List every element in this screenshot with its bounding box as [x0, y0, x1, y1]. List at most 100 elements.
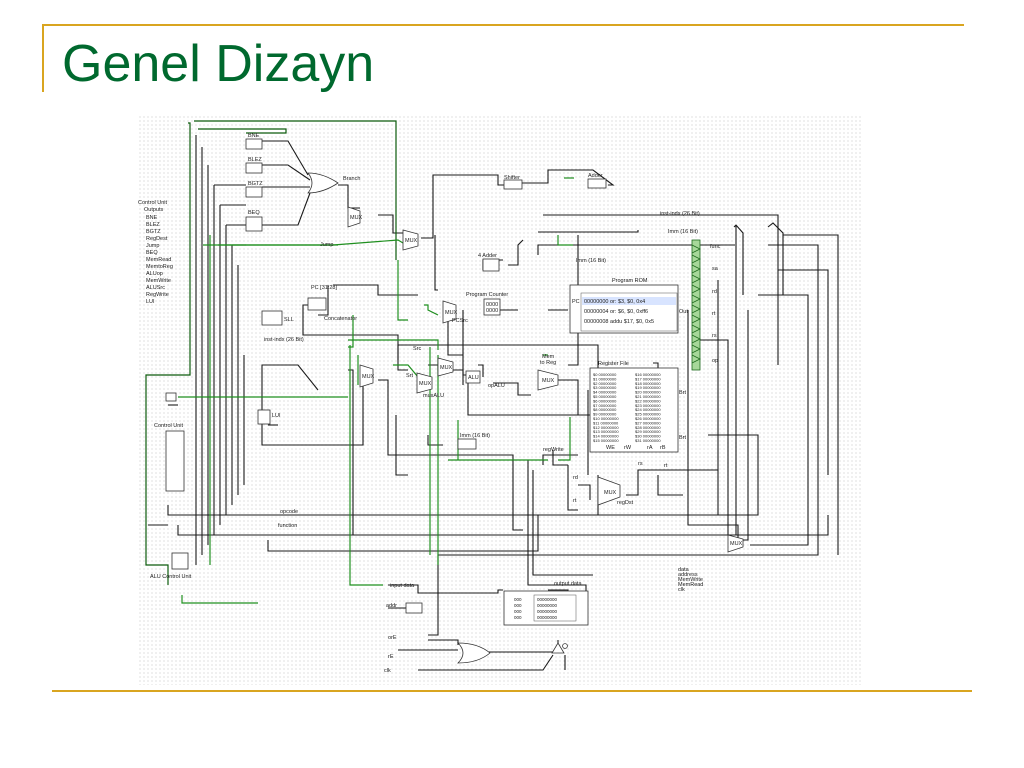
- program-counter-box: [483, 298, 501, 316]
- register-row-left: $14 00000000: [593, 434, 619, 439]
- lui-box: [257, 409, 271, 425]
- addr-label: addr: [386, 603, 397, 609]
- mux-src-label: MUX: [440, 365, 453, 371]
- instruction-splitter: func sa rd rt rs op: [691, 222, 784, 371]
- jump-label: Jump: [320, 242, 333, 248]
- rt-label: rt: [712, 311, 716, 317]
- pcsrc-label: PCSrc: [452, 318, 468, 324]
- control-outputs-header-2: Outputs: [144, 207, 164, 213]
- pc-value-2: 0000: [486, 308, 498, 314]
- control-output-item: BGTZ: [146, 229, 161, 235]
- rs-label: rs: [712, 333, 717, 339]
- shifter-box: [503, 179, 523, 190]
- lui-label: LUI: [272, 413, 281, 419]
- bgtz-label: BGTZ: [248, 181, 263, 187]
- bne-label: BNE: [248, 133, 260, 139]
- register-row-right: $25 00000000: [635, 412, 661, 417]
- register-file-label: Register File: [598, 361, 629, 367]
- mem-to-reg-label-2: to Reg: [540, 360, 556, 366]
- imm-low-label: Imm (16 Bit): [460, 433, 490, 439]
- alu-label: ALU: [468, 375, 479, 381]
- control-output-item: MemtoReg: [146, 264, 173, 270]
- mux-branch-label: MUX: [350, 215, 363, 221]
- control-unit-outputs: Control Unit Outputs BNEBLEZBGTZRegDestJ…: [138, 200, 173, 305]
- rom-row: 00000008 addu $17, $0, 0x5: [584, 319, 654, 325]
- memory-row: 00000000: [537, 615, 558, 620]
- register-row-right: $19 00000000: [635, 385, 661, 390]
- control-output-item: ALUop: [146, 271, 163, 277]
- mem-to-reg-label-1: Mem: [542, 354, 555, 360]
- top-rule: [42, 24, 964, 26]
- control-output-item: MemRead: [146, 257, 171, 263]
- mem-or-gate: [457, 642, 491, 664]
- rd-label: rd: [712, 289, 717, 295]
- rom-row-highlight: [582, 297, 676, 305]
- input-data-label: input data: [390, 583, 415, 589]
- memory-row: 00000000: [537, 597, 558, 602]
- register-row-right: $29 00000000: [635, 429, 661, 434]
- rf-rb-label: rB: [660, 445, 666, 451]
- memory-screen: [533, 594, 577, 622]
- control-unit-block: Control Unit opcode function ALU Control…: [150, 423, 298, 580]
- splitter-chevron: [691, 334, 701, 344]
- mux-regdst-label: MUX: [604, 490, 617, 496]
- register-row-right: $21 00000000: [635, 394, 661, 399]
- mux-regdst: [597, 476, 621, 506]
- memory-address: 000: [514, 597, 522, 602]
- op-alu-label: opALU: [488, 383, 505, 389]
- rf-we-label: WE: [606, 445, 615, 451]
- mux-branch: [347, 206, 361, 228]
- adder-label: Adder: [588, 173, 603, 179]
- register-row-left: $6 00000000: [593, 398, 617, 403]
- rf-out-b-label: Brt: [679, 435, 687, 441]
- regdst-mux-group: rd rt MUX regDst MUX: [573, 475, 744, 553]
- alu-box: [465, 370, 481, 384]
- inst-indx-top-label: inst-indx (26 Bit): [660, 211, 700, 217]
- blez-label: BLEZ: [248, 157, 262, 163]
- control-outputs-header-1: Control Unit: [138, 200, 168, 206]
- control-output-item: Jump: [146, 243, 159, 249]
- rf-rw-label: rW: [624, 445, 632, 451]
- four-adder-label: 4 Adder: [478, 253, 497, 259]
- control-output-item: MemWrite: [146, 278, 171, 284]
- rom-row: 00000000 or: $3, $0, 0x4: [584, 299, 645, 305]
- adder-box: [587, 178, 607, 189]
- op-label: op: [712, 358, 718, 364]
- mux-right-label: MUX: [730, 541, 743, 547]
- rf-ra-label: rA: [647, 445, 653, 451]
- register-row-left: $15 00000000: [593, 438, 619, 443]
- reg-write-label: regWrite: [543, 447, 564, 453]
- splitter-chevron: [691, 354, 701, 364]
- register-file: Register File $0 00000000$1 00000000$2 0…: [589, 361, 687, 469]
- sa-label: sa: [712, 266, 719, 272]
- splitter-chevron: [691, 254, 701, 264]
- program-rom-label: Program ROM: [612, 278, 648, 284]
- branch-gates: BNE BLEZ BGTZ BEQ Branch: [245, 133, 360, 232]
- memory-legend-item: clk: [678, 587, 685, 593]
- mem-not-gate: [551, 642, 565, 654]
- top-components: MUX MUX Jump Shifter Adder inst-indx (26…: [261, 173, 700, 343]
- mux-alu-a-label: MUX: [419, 381, 432, 387]
- control-output-item: BNE: [146, 215, 158, 221]
- memory-legend-item: MemRead: [678, 582, 703, 588]
- register-row-right: $18 00000000: [635, 381, 661, 386]
- register-row-left: $3 00000000: [593, 385, 617, 390]
- splitter-chevron: [691, 304, 701, 314]
- rom-out-label: Out: [679, 309, 688, 315]
- data-memory-block: input data output data addr 000000000000…: [384, 581, 589, 674]
- mux-mem-to-reg: [537, 369, 559, 391]
- clock-input: [165, 392, 177, 402]
- register-row-left: $8 00000000: [593, 407, 617, 412]
- register-row-right: $28 00000000: [635, 425, 661, 430]
- mux-alusrc-label: MUX: [362, 374, 375, 380]
- register-row-right: $23 00000000: [635, 403, 661, 408]
- blez-box: [245, 162, 263, 174]
- reg-dst-label: regDst: [617, 500, 634, 506]
- mux-src: [437, 357, 454, 377]
- sign-extend-box: [457, 438, 477, 450]
- memory-address: 000: [514, 609, 522, 614]
- register-row-right: $16 00000000: [635, 372, 661, 377]
- imm-rom-label: Imm (16 Bit): [576, 258, 606, 264]
